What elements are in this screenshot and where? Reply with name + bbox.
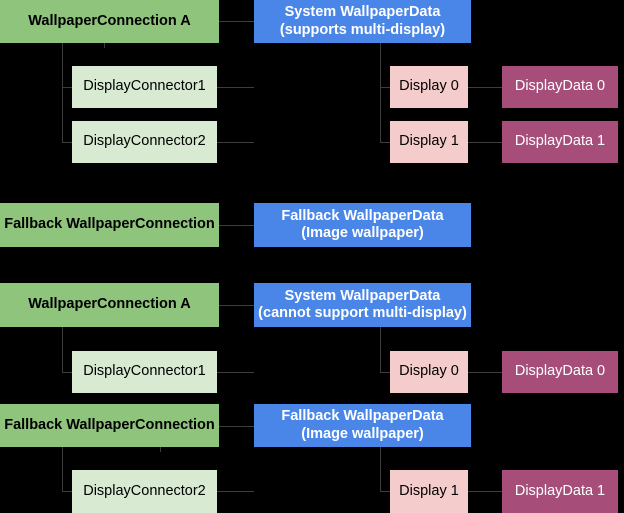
connector-line-vertical — [380, 447, 381, 492]
node-s1-displayconnector2[interactable]: DisplayConnector2 — [72, 121, 217, 163]
connector-line-vertical — [62, 447, 63, 492]
node-s2-fallback-connection[interactable]: Fallback WallpaperConnection — [0, 203, 219, 247]
connector-line-vertical — [62, 43, 63, 143]
connector-line — [468, 87, 502, 88]
connector-line — [468, 142, 502, 143]
node-s1-connection-a[interactable]: WallpaperConnection A — [0, 0, 219, 43]
connector-line-vertical — [160, 447, 161, 452]
connector-line — [62, 87, 72, 88]
connector-line — [217, 372, 254, 373]
connector-line — [219, 21, 254, 22]
connector-line — [217, 491, 254, 492]
connector-line — [219, 305, 254, 306]
node-s3-connection-a[interactable]: WallpaperConnection A — [0, 283, 219, 327]
connector-line-vertical — [62, 327, 63, 373]
connector-line — [380, 372, 390, 373]
connector-line — [380, 491, 390, 492]
node-s1-displaydata-1[interactable]: DisplayData 1 — [502, 121, 618, 163]
connector-line — [468, 491, 502, 492]
node-s3-displaydata-0[interactable]: DisplayData 0 — [502, 351, 618, 393]
node-s3-display-0[interactable]: Display 0 — [390, 351, 468, 393]
connector-line — [62, 142, 72, 143]
node-s3-displayconnector2[interactable]: DisplayConnector2 — [72, 470, 217, 513]
node-s3-fallback-data[interactable]: Fallback WallpaperData (Image wallpaper) — [254, 404, 471, 447]
node-s3-fallback-connection[interactable]: Fallback WallpaperConnection — [0, 404, 219, 447]
connector-line — [468, 372, 502, 373]
node-s3-display-1[interactable]: Display 1 — [390, 470, 468, 513]
connector-line-vertical — [380, 327, 381, 373]
node-s3-displaydata-1[interactable]: DisplayData 1 — [502, 470, 618, 513]
node-s2-fallback-data[interactable]: Fallback WallpaperData (Image wallpaper) — [254, 203, 471, 247]
node-s1-displaydata-0[interactable]: DisplayData 0 — [502, 66, 618, 108]
connector-line — [62, 372, 72, 373]
connector-line — [380, 142, 390, 143]
node-s1-system-data[interactable]: System WallpaperData (supports multi-dis… — [254, 0, 471, 43]
connector-line — [62, 491, 72, 492]
node-s3-system-data[interactable]: System WallpaperData (cannot support mul… — [254, 283, 471, 327]
connector-line-vertical — [104, 43, 105, 48]
node-s1-displayconnector1[interactable]: DisplayConnector1 — [72, 66, 217, 108]
connector-line-vertical — [380, 43, 381, 143]
connector-line — [219, 225, 254, 226]
node-s1-display-1[interactable]: Display 1 — [390, 121, 468, 163]
node-s3-displayconnector1[interactable]: DisplayConnector1 — [72, 351, 217, 393]
connector-line — [217, 87, 254, 88]
node-s1-display-0[interactable]: Display 0 — [390, 66, 468, 108]
connector-line — [219, 426, 254, 427]
connector-line — [380, 87, 390, 88]
connector-line — [217, 142, 254, 143]
